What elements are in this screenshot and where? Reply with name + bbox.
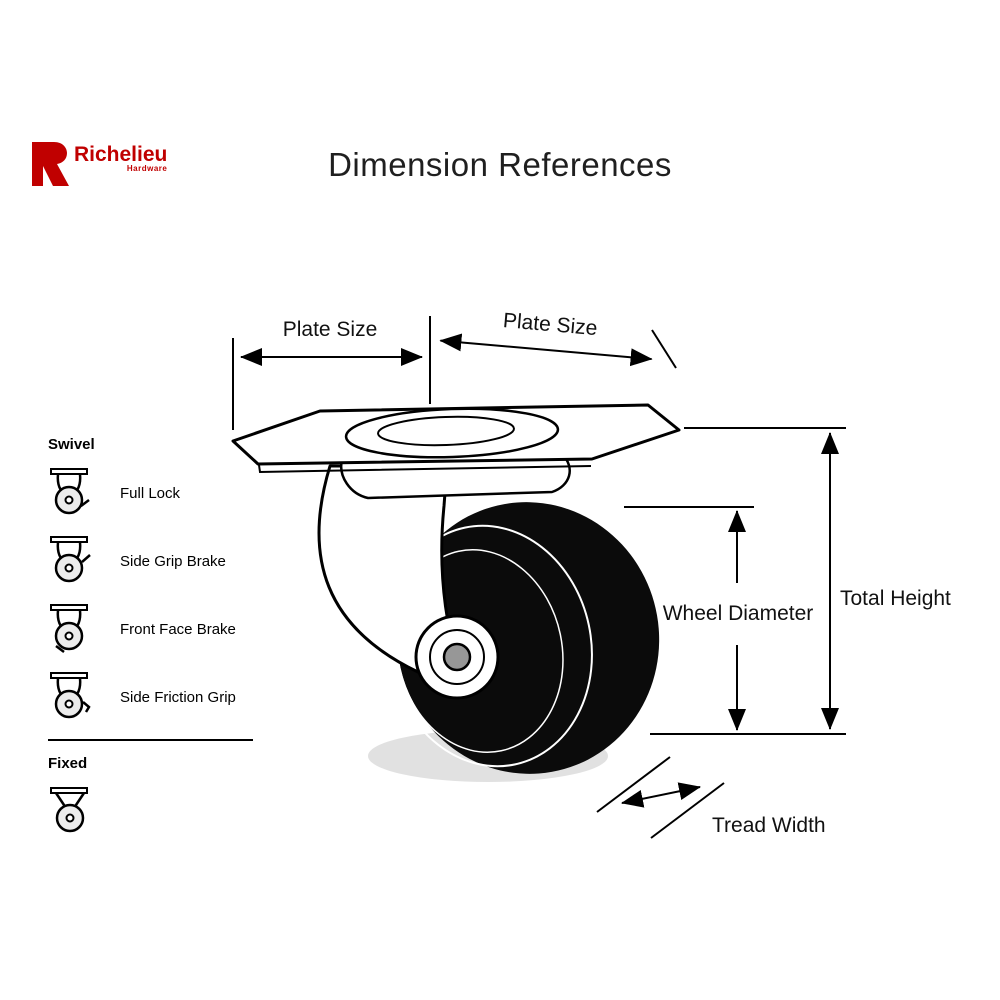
legend-item-full-lock: Full Lock xyxy=(48,467,266,519)
richelieu-logo-mark xyxy=(32,142,69,186)
legend-item-fixed xyxy=(48,786,266,838)
top-plate xyxy=(231,403,681,474)
legend-header-swivel: Swivel xyxy=(48,436,95,453)
caster-icon-side-friction-grip xyxy=(50,672,91,719)
caster-icon-front-face-brake xyxy=(50,604,88,653)
plate-size-right-label: Plate Size xyxy=(502,309,598,340)
plate-size-left-label: Plate Size xyxy=(283,318,378,341)
page-title: Dimension References xyxy=(328,146,672,183)
legend-label-full-lock: Full Lock xyxy=(120,484,181,502)
total-height-label: Total Height xyxy=(840,587,951,610)
caster-icon-fixed xyxy=(50,787,88,833)
swivel-raceway xyxy=(339,452,571,500)
legend-label-side-grip-brake: Side Grip Brake xyxy=(120,552,226,570)
logo-brand: Richelieu xyxy=(74,143,168,166)
total-height-dimension xyxy=(650,427,846,735)
richelieu-logo-text: Richelieu Hardware xyxy=(74,143,168,174)
legend-label-side-friction-grip: Side Friction Grip xyxy=(120,688,236,706)
legend-item-front-face-brake: Front Face Brake xyxy=(48,603,266,655)
wheel-diameter-dimension xyxy=(624,506,754,731)
plate-size-left-dimension xyxy=(232,316,431,430)
legend-label-front-face-brake: Front Face Brake xyxy=(120,620,236,638)
richelieu-logo: Richelieu Hardware xyxy=(30,140,167,188)
wheel-hub xyxy=(414,614,500,700)
legend-header-fixed: Fixed xyxy=(48,755,88,772)
legend-divider xyxy=(48,739,253,741)
tread-width-dimension xyxy=(596,756,725,839)
caster-type-legend: Swivel Full Lock Side Grip Brake xyxy=(48,436,266,854)
caster-icon-side-grip-brake xyxy=(50,536,91,583)
legend-item-side-friction-grip: Side Friction Grip xyxy=(48,671,266,723)
tread-width-label: Tread Width xyxy=(712,814,826,837)
plate-size-right-dimension: Plate Size xyxy=(439,309,677,369)
caster-icon-full-lock xyxy=(50,468,90,515)
wheel-diameter-label: Wheel Diameter xyxy=(663,602,814,625)
wheel xyxy=(387,502,660,774)
legend-item-side-grip-brake: Side Grip Brake xyxy=(48,535,266,587)
logo-sub: Hardware xyxy=(126,164,168,173)
